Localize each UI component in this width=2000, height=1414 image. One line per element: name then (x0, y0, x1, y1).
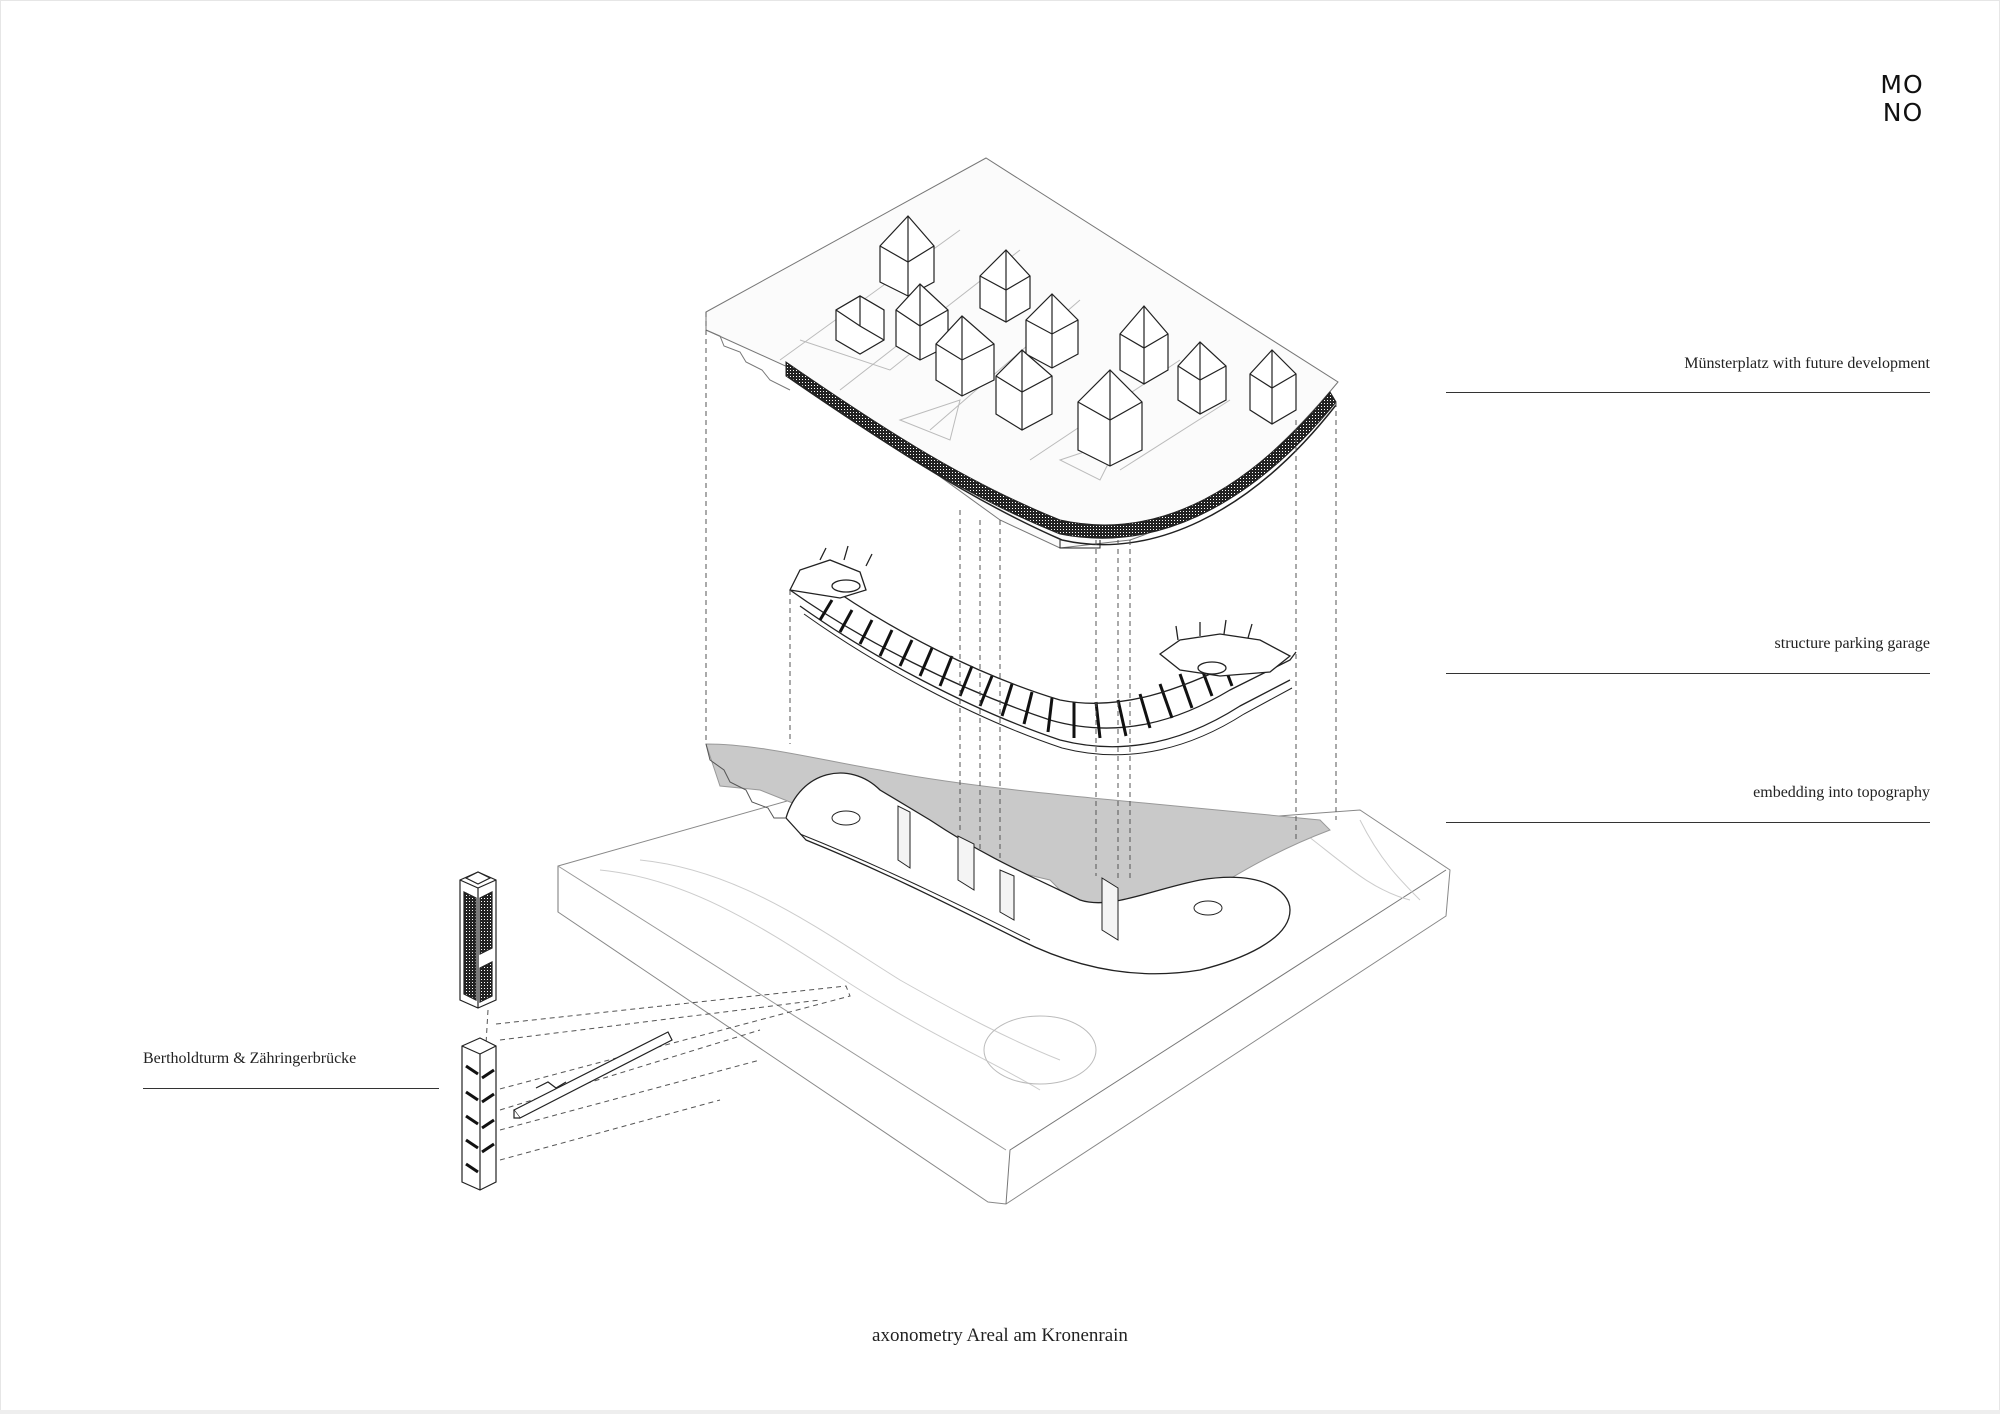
house-7 (995, 349, 1053, 431)
rule-topography (1446, 822, 1930, 823)
house-1 (835, 295, 885, 355)
logo-top: MO (1880, 70, 1924, 99)
house-5 (1025, 293, 1079, 369)
house-6 (935, 315, 995, 397)
projection-lines (485, 312, 1337, 1161)
house-4 (979, 249, 1031, 323)
label-parking-structure: structure parking garage (1774, 635, 1930, 652)
label-munsterplatz: Münsterplatz with future development (1684, 355, 1930, 372)
parking-structure-layer (789, 545, 1297, 756)
moon-logo: MO ON (1873, 70, 1931, 127)
house-9 (1077, 369, 1143, 467)
houses (835, 215, 1297, 467)
house-8 (1119, 305, 1169, 385)
house-3 (895, 283, 949, 361)
rule-parking-structure (1446, 673, 1930, 674)
house-2 (879, 215, 935, 297)
label-topography: embedding into topography (1753, 784, 1930, 801)
bottom-edge (0, 1410, 2000, 1414)
house-11 (1249, 349, 1297, 425)
rule-bertholdturm (143, 1088, 439, 1089)
rule-munsterplatz (1446, 392, 1930, 393)
bertholdturm-tower (459, 871, 497, 1191)
house-10 (1177, 341, 1227, 415)
drawing-caption: axonometry Areal am Kronenrain (872, 1325, 1128, 1346)
topography-layer (557, 743, 1451, 1205)
zahringerbrucke-bridge (513, 1031, 673, 1119)
label-bertholdturm: Bertholdturm & Zähringerbrücke (143, 1050, 357, 1067)
